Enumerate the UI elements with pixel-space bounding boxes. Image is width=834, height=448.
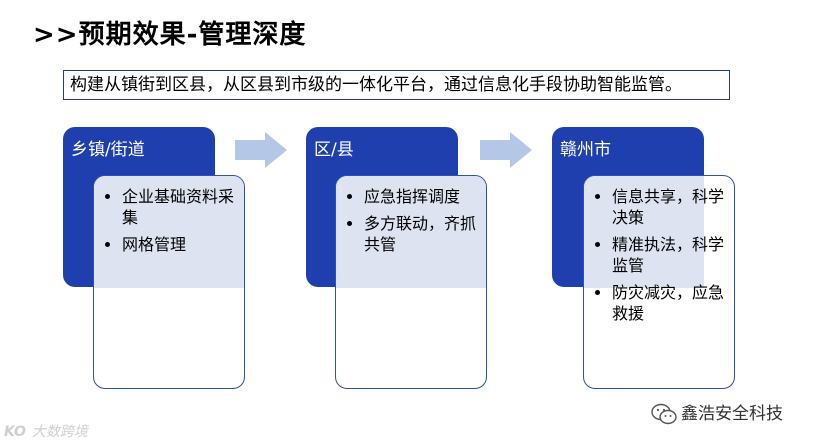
column-body-township: 企业基础资料采集 网格管理 — [93, 175, 245, 389]
column-heading-label: 乡镇/街道 — [71, 140, 145, 160]
subtitle-box: 构建从镇街到区县，从区县到市级的一体化平台，通过信息化手段协助智能监管。 — [63, 70, 730, 100]
bullet-list: 企业基础资料采集 网格管理 — [94, 176, 244, 255]
watermark-left: KO 大数跨境 — [4, 421, 88, 441]
column-body-city: 信息共享，科学决策 精准执法，科学监管 防灾减灾，应急救援 — [583, 175, 735, 389]
column-heading-label: 区/县 — [314, 140, 354, 160]
bullet-list: 应急指挥调度 多方联动，齐抓共管 — [336, 176, 486, 255]
list-item: 企业基础资料采集 — [122, 186, 238, 228]
wechat-icon — [651, 403, 677, 425]
overlap-region — [584, 176, 704, 288]
list-item: 精准执法，科学监管 — [612, 234, 728, 276]
list-item: 信息共享，科学决策 — [612, 186, 728, 228]
watermark-text: 大数跨境 — [31, 424, 88, 440]
overlap-region — [336, 176, 486, 288]
right-arrow-icon — [235, 132, 287, 168]
bullet-list: 信息共享，科学决策 精准执法，科学监管 防灾减灾，应急救援 — [584, 176, 734, 324]
column-body-district: 应急指挥调度 多方联动，齐抓共管 — [335, 175, 487, 389]
list-item: 应急指挥调度 — [364, 186, 480, 207]
list-item: 网格管理 — [122, 234, 238, 255]
right-arrow-icon — [480, 132, 532, 168]
list-item: 多方联动，齐抓共管 — [364, 213, 480, 255]
column-heading-label: 赣州市 — [560, 140, 611, 160]
watermark-text: 鑫浩安全科技 — [681, 404, 783, 424]
overlap-region — [94, 176, 244, 288]
watermark-logo-mark: KO — [4, 424, 26, 440]
page-title: >>预期效果-管理深度 — [33, 20, 307, 50]
watermark-right: 鑫浩安全科技 — [651, 399, 783, 425]
list-item: 防灾减灾，应急救援 — [612, 282, 728, 324]
